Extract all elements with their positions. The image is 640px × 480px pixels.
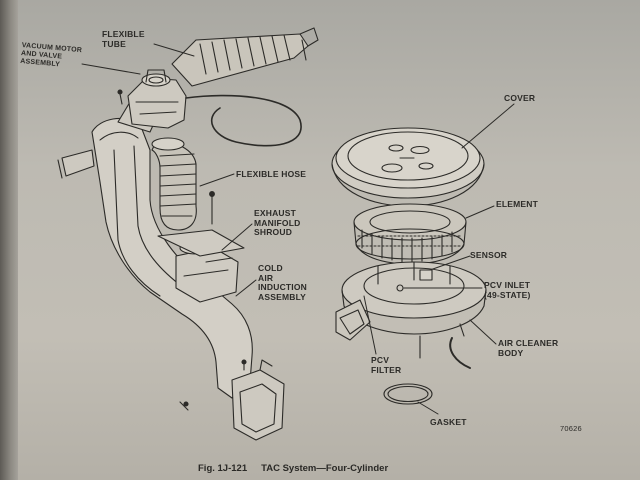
air-cleaner-element bbox=[353, 203, 467, 265]
label-sensor: SENSOR bbox=[470, 250, 508, 260]
gasket bbox=[383, 383, 433, 405]
flexible-hose bbox=[151, 137, 197, 231]
label-flexible-tube: FLEXIBLE TUBE bbox=[102, 29, 145, 49]
vacuum-motor-valve-assembly bbox=[127, 69, 187, 129]
label-air-cleaner-body: AIR CLEANER BODY bbox=[498, 338, 559, 358]
label-cold-air-induction: COLD AIR INDUCTION ASSEMBLY bbox=[258, 263, 308, 302]
figure-title: TAC System—Four-Cylinder bbox=[261, 463, 389, 474]
figure-caption: Fig. 1J-121 TAC System—Four-Cylinder bbox=[198, 463, 388, 474]
label-vacuum-motor: VACUUM MOTOR AND VALVE ASSEMBLY bbox=[19, 42, 83, 69]
label-element: ELEMENT bbox=[496, 199, 539, 209]
cold-air-induction-assembly bbox=[57, 89, 285, 441]
page-binding-shadow bbox=[0, 0, 18, 480]
figure-reference-number: 70626 bbox=[560, 424, 582, 433]
air-cleaner-cover bbox=[331, 127, 485, 207]
label-pcv-filter: PCV FILTER bbox=[371, 355, 402, 375]
figure-number: Fig. 1J-121 bbox=[198, 463, 248, 474]
vacuum-line bbox=[185, 94, 302, 147]
label-flexible-hose: FLEXIBLE HOSE bbox=[236, 169, 307, 179]
leader-lines bbox=[81, 43, 515, 415]
label-exhaust-manifold-shroud: EXHAUST MANIFOLD SHROUD bbox=[254, 208, 301, 237]
label-gasket: GASKET bbox=[430, 417, 467, 427]
label-pcv-inlet: PCV INLET (49-STATE) bbox=[484, 280, 531, 300]
flexible-tube bbox=[171, 27, 319, 87]
label-cover: COVER bbox=[504, 93, 536, 103]
air-cleaner-body bbox=[335, 261, 487, 369]
